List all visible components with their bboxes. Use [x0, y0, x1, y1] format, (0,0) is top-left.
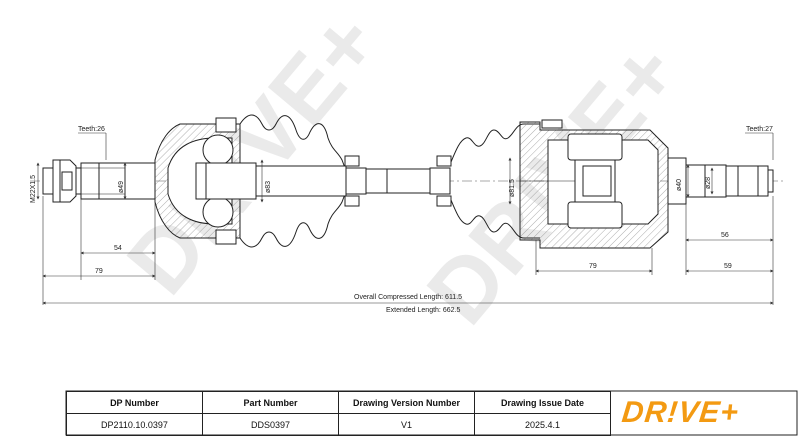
dia-49-label: ø49 — [118, 181, 125, 193]
value-dp-number: DP2110.10.0397 — [66, 413, 203, 436]
length-54-label: 54 — [114, 245, 122, 252]
dia-83-label: ø83 — [265, 181, 272, 193]
length-79-left-label: 79 — [95, 268, 103, 275]
table-header-row: DP Number Part Number Drawing Version Nu… — [66, 391, 611, 414]
left-boot — [239, 114, 360, 248]
left-cv-joint — [154, 117, 257, 245]
info-table: DP Number Part Number Drawing Version Nu… — [66, 391, 611, 436]
length-59-label: 59 — [724, 263, 732, 270]
value-part-number: DDS0397 — [202, 413, 339, 436]
value-drawing-issue-date: 2025.4.1 — [474, 413, 611, 436]
teeth-right-label: Teeth:27 — [746, 126, 773, 133]
header-part-number: Part Number — [202, 391, 339, 414]
dia-28-label: ø28 — [705, 177, 712, 189]
table-row: DP2110.10.0397 DDS0397 V1 2025.4.1 — [66, 413, 611, 436]
teeth-left-label: Teeth:26 — [78, 126, 105, 133]
drive-logo: DR!VE+ — [620, 396, 741, 429]
value-drawing-version: V1 — [338, 413, 475, 436]
header-dp-number: DP Number — [66, 391, 203, 414]
length-79-right-label: 79 — [589, 263, 597, 270]
extended-length: Extended Length: 662.5 — [386, 307, 460, 314]
length-56-label: 56 — [721, 232, 729, 239]
main-shaft — [255, 165, 451, 197]
dia-81-5-label: ø81.5 — [509, 179, 516, 197]
header-drawing-version: Drawing Version Number — [338, 391, 475, 414]
right-stub-shaft — [667, 157, 774, 205]
dimension-lines — [36, 132, 774, 305]
dia-40-label: ø40 — [676, 179, 683, 191]
right-tripod-joint — [519, 119, 669, 249]
overall-compressed-length: Overall Compressed Length: 611.5 — [354, 294, 462, 301]
left-stub-shaft — [42, 159, 156, 203]
thread-label: M22X1.5 — [30, 175, 37, 203]
header-drawing-issue-date: Drawing Issue Date — [474, 391, 611, 414]
right-boot — [436, 123, 540, 239]
